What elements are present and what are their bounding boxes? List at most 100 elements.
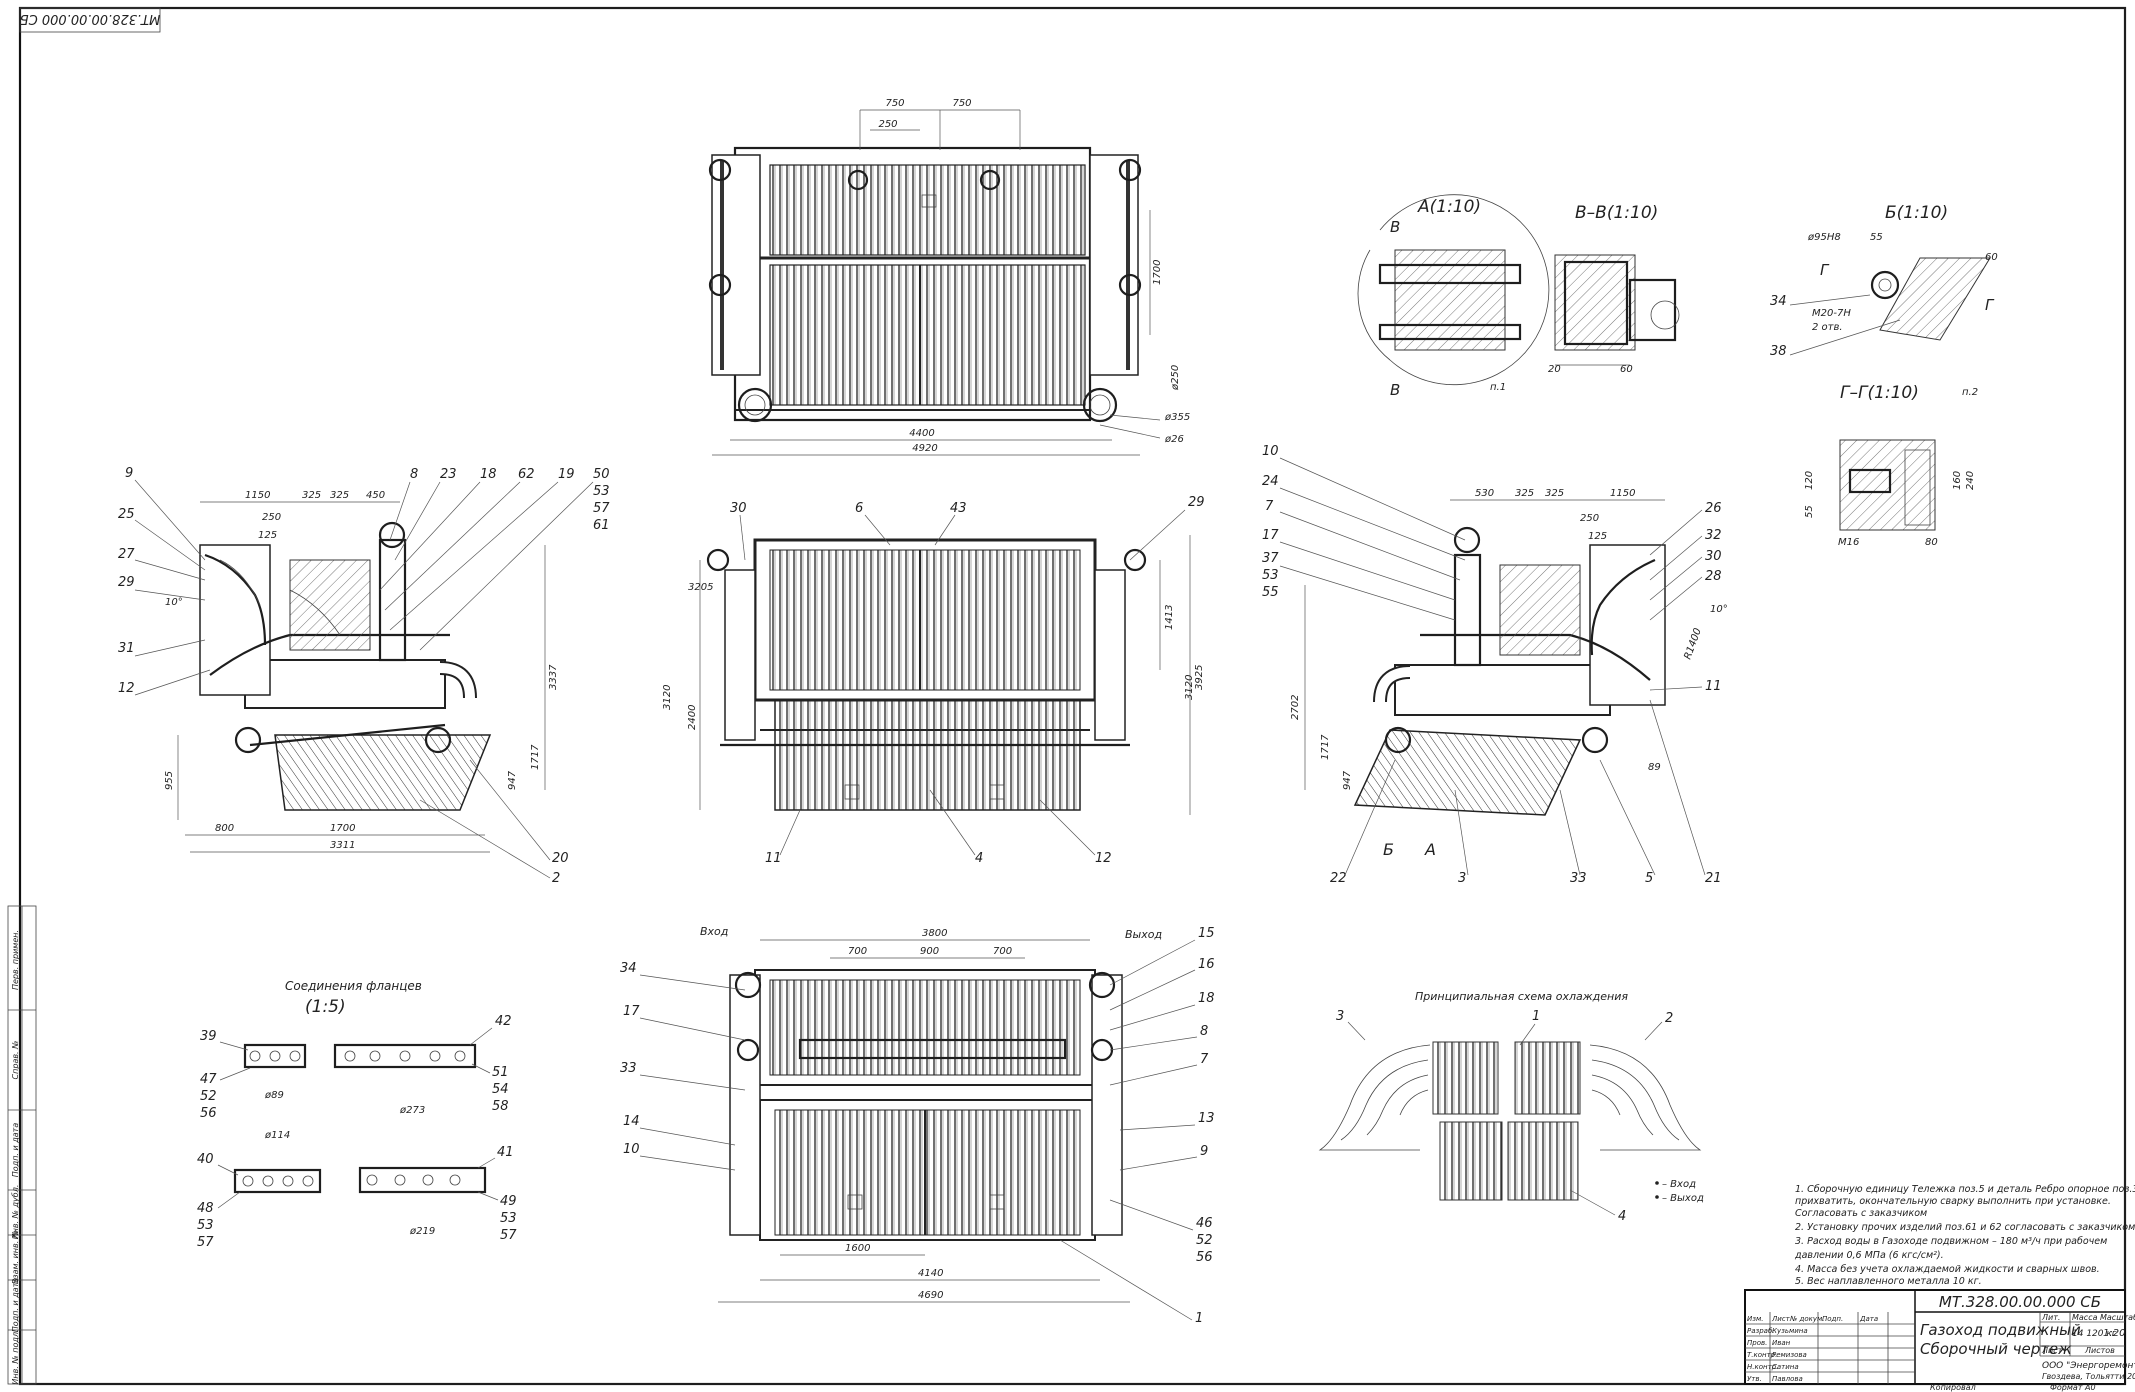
- flange2-callout-42: 42: [495, 1014, 512, 1029]
- side-stamp-1: Перв. примен.: [11, 930, 20, 990]
- front-dim-3120-r: 3120: [1184, 675, 1195, 700]
- left-callout-25: 25: [118, 507, 135, 522]
- flange3-callout-48: 48: [197, 1201, 214, 1216]
- left-dim-1700: 1700: [330, 823, 355, 834]
- tb-row-tkontr: Т.контр.: [1747, 1351, 1777, 1359]
- right-callout-10: 10: [1262, 444, 1279, 459]
- right-callout-28: 28: [1705, 569, 1722, 584]
- left-dim-10deg: 10°: [165, 597, 183, 608]
- right-callout-22: 22: [1330, 871, 1347, 886]
- flange1-callout-52: 52: [200, 1089, 217, 1104]
- left-dim-1717: 1717: [530, 744, 541, 770]
- front-callout-4: 4: [975, 851, 983, 866]
- right-dim-250: 250: [1580, 513, 1599, 524]
- tb-sheet: Лист: [2041, 1346, 2063, 1355]
- section-gg-160: 160: [1952, 471, 1963, 490]
- bottom-dim-4690: 4690: [918, 1290, 943, 1301]
- left-callout-18: 18: [480, 467, 497, 482]
- section-b: Б(1:10) ø95Н8 55 60 Г Г М20-7Н 2 отв. 34…: [1770, 203, 1998, 359]
- bottom-callout-1: 1: [1195, 1311, 1203, 1326]
- section-b-38: 38: [1770, 344, 1787, 359]
- right-dim-530: 530: [1475, 488, 1494, 499]
- bottom-callout-18: 18: [1198, 991, 1215, 1006]
- left-callout-29: 29: [118, 575, 135, 590]
- front-dim-3925: 3925: [1194, 665, 1205, 690]
- left-callout-57: 57: [593, 501, 610, 516]
- side-stamp-6: Подп. и дата: [11, 1278, 20, 1333]
- bottom-dim-900: 900: [920, 946, 939, 957]
- left-dim-3337: 3337: [548, 664, 559, 690]
- bottom-callout-8: 8: [1200, 1024, 1208, 1039]
- flanges-title: Соединения фланцев: [285, 979, 422, 993]
- note-line-8: 5. Вес наплавленного металла 10 кг.: [1795, 1276, 1982, 1287]
- left-callout-23: 23: [440, 467, 457, 482]
- tb-name-utv: Павлова: [1772, 1375, 1803, 1383]
- front-callout-43: 43: [950, 501, 967, 516]
- right-dim-1717: 1717: [1320, 734, 1331, 760]
- right-dim-89: 89: [1648, 762, 1661, 773]
- section-vv-title: В–В(1:10): [1575, 203, 1658, 223]
- bottom-dim-700b: 700: [993, 946, 1012, 957]
- side-stamp-5: Взам. инв. №: [11, 1230, 20, 1284]
- section-gg-80: 80: [1925, 537, 1938, 548]
- view-front: 30 6 43 29 11 4 12 3205 1413 3925 3120 2…: [662, 495, 1205, 866]
- top-dim-355: ø355: [1164, 412, 1190, 423]
- bottom-dim-4140: 4140: [918, 1268, 943, 1279]
- right-callout-24: 24: [1262, 474, 1279, 489]
- bottom-dim-3800: 3800: [922, 928, 947, 939]
- flange2-callout-58: 58: [492, 1099, 509, 1114]
- section-b-m20: М20-7Н: [1812, 308, 1851, 319]
- flange4-callout-53: 53: [500, 1211, 517, 1226]
- tb-name-nkontr: Сатина: [1772, 1363, 1799, 1371]
- view-top: 750 750 250 4400 4920 1700 ø250 ø355 ø26: [708, 98, 1190, 456]
- front-callout-29: 29: [1188, 495, 1205, 510]
- bottom-label-in: Вход: [700, 925, 728, 938]
- cooling-callout-1: 1: [1532, 1009, 1540, 1024]
- section-gg-m16: М16: [1838, 537, 1859, 548]
- note-line-6: давлении 0,6 МПа (6 кгс/см²).: [1794, 1250, 1944, 1261]
- bottom-dim-1600: 1600: [845, 1243, 870, 1254]
- cooling-legend-in: – Вход: [1662, 1179, 1696, 1190]
- top-stamp-code: МТ.328.00.00.000 СБ: [20, 11, 161, 26]
- side-stamp-2: Справ. №: [11, 1041, 20, 1080]
- section-b-dia: ø95Н8: [1807, 232, 1841, 243]
- view-bottom: Вход Выход 34 17 33 14 10 15 16 18 8 7 1…: [620, 925, 1215, 1326]
- note-line-3: Согласовать с заказчиком: [1795, 1208, 1927, 1219]
- right-dim-125: 125: [1588, 531, 1607, 542]
- bottom-callout-56: 56: [1196, 1250, 1213, 1265]
- tb-doc-code: МТ.328.00.00.000 СБ: [1939, 1293, 2101, 1311]
- view-left: 9 25 27 29 31 12 8 23 18 62 19 50 53 57 …: [118, 466, 610, 886]
- left-callout-20: 20: [552, 851, 569, 866]
- left-dim-125: 125: [258, 530, 277, 541]
- section-vv: В–В(1:10) 20 60: [1548, 203, 1680, 375]
- note-line-5: 3. Расход воды в Газоходе подвижном – 18…: [1795, 1236, 2107, 1247]
- left-callout-2: 2: [552, 871, 560, 886]
- tb-name-razrab: Кузьмина: [1772, 1327, 1808, 1335]
- section-a-label-p1: п.1: [1490, 382, 1506, 393]
- flange2-callout-54: 54: [492, 1082, 509, 1097]
- bottom-callout-46: 46: [1196, 1216, 1213, 1231]
- flange4-callout-41: 41: [497, 1145, 514, 1160]
- top-dim-250: 250: [878, 119, 897, 130]
- tb-col-scale: Масштаб: [2100, 1313, 2135, 1322]
- front-callout-12: 12: [1095, 851, 1112, 866]
- top-dim-750-b: 750: [952, 98, 971, 109]
- tb-row-razrab: Разраб.: [1747, 1327, 1775, 1335]
- front-dim-3205: 3205: [688, 582, 713, 593]
- bottom-callout-52: 52: [1196, 1233, 1213, 1248]
- front-dim-1413: 1413: [1164, 605, 1175, 630]
- top-dim-250-dia: ø250: [1170, 365, 1181, 391]
- right-callout-21: 21: [1705, 871, 1722, 886]
- left-callout-50: 50: [593, 467, 610, 482]
- bottom-dim-700a: 700: [848, 946, 867, 957]
- section-b-2holes: 2 отв.: [1812, 322, 1843, 333]
- tb-row-izm: Изм.: [1747, 1315, 1763, 1323]
- left-dim-3311: 3311: [330, 840, 355, 851]
- flanges-scale: (1:5): [305, 997, 346, 1017]
- note-line-2: прихватить, окончательную сварку выполни…: [1795, 1196, 2111, 1207]
- left-dim-947: 947: [507, 770, 518, 790]
- left-callout-12: 12: [118, 681, 135, 696]
- view-right: 10 24 7 17 37 53 55 26 32 30 28 11 22 Б …: [1262, 444, 1728, 886]
- right-callout-11: 11: [1705, 679, 1722, 694]
- tb-name-tkontr: Ремизова: [1772, 1351, 1807, 1359]
